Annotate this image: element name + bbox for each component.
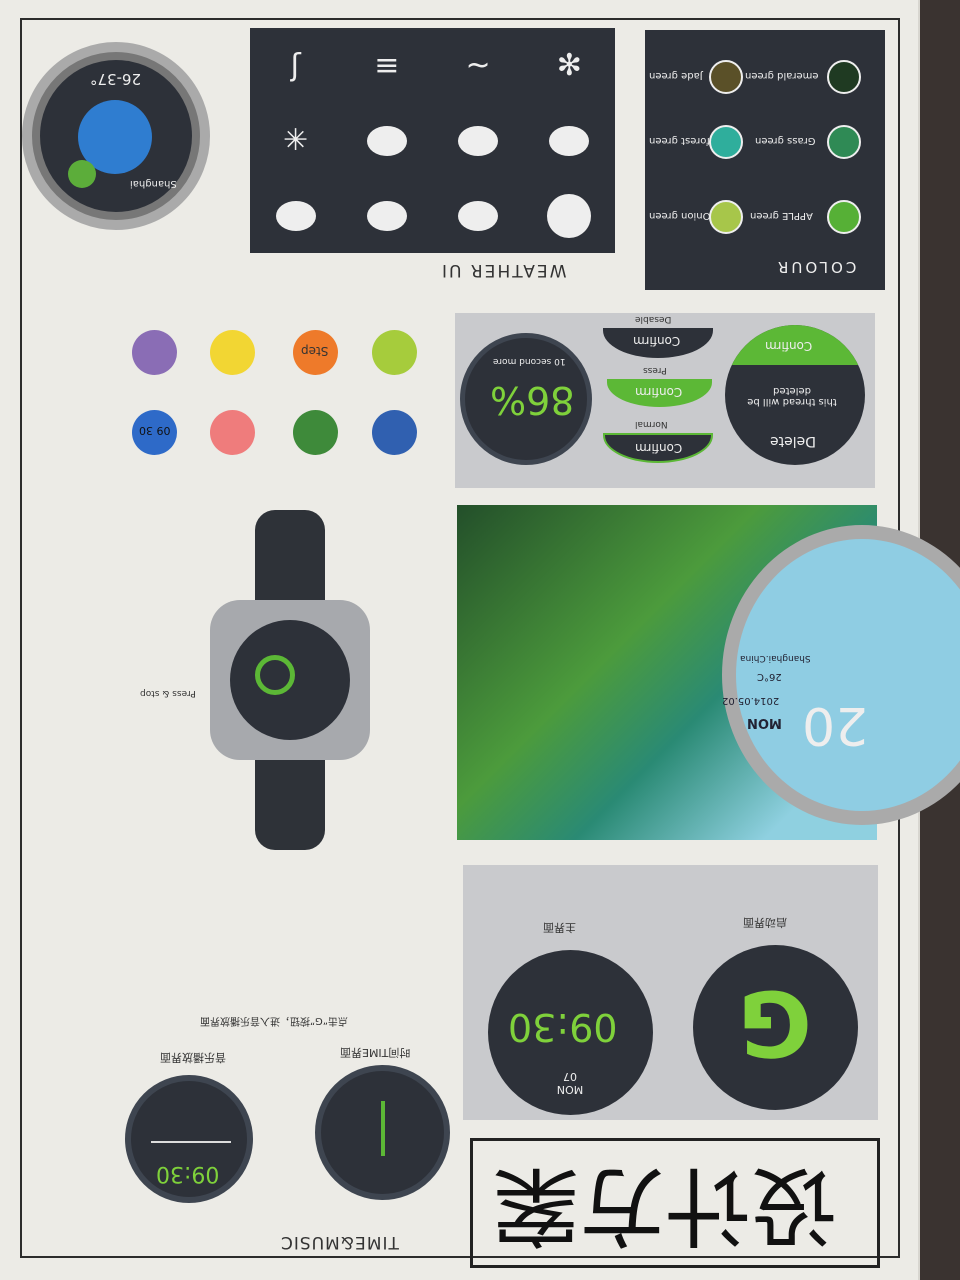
colour-swatch-emerald xyxy=(827,60,861,94)
snow-icon: ✻ xyxy=(556,48,582,83)
weather-icon xyxy=(78,100,152,174)
dialog-message: this thread will be deleted xyxy=(747,385,837,407)
cloud-snow-icon xyxy=(458,125,499,156)
delete-dialog: Confirm this thread will be deleted Dele… xyxy=(725,325,865,465)
hero-watch-illustration: 20 Shanghai.China 26°C 2014.05.02 MON xyxy=(457,505,960,840)
cloudy-icon xyxy=(366,200,407,231)
time-music-heading: TIME&MUSIC xyxy=(280,1232,399,1252)
progress-caption: 10 second more xyxy=(493,356,566,366)
boot-screen: G xyxy=(693,945,858,1110)
colour-label: Onion green xyxy=(649,210,711,221)
state-label: Press xyxy=(643,365,667,375)
fog-icon: ≡ xyxy=(374,48,400,83)
wind-icon: ~ xyxy=(465,48,491,83)
city: Shanghai.China xyxy=(740,653,811,663)
dialog-title: Delete xyxy=(770,433,816,449)
title-box: 设计方案 xyxy=(470,1138,880,1268)
dialog-panel: Confirm this thread will be deleted Dele… xyxy=(455,313,875,488)
cloud-lightning-icon xyxy=(549,125,590,156)
temperature: 26°C xyxy=(757,671,782,682)
clock-icon[interactable]: 09 30 xyxy=(132,410,177,455)
step-icon[interactable]: Step xyxy=(293,330,338,375)
colour-label: Jade green xyxy=(649,70,703,81)
timer-icon[interactable] xyxy=(210,330,255,375)
main-time: 09:30 xyxy=(508,1005,618,1049)
menu-icon[interactable] xyxy=(372,330,417,375)
settings-icon[interactable] xyxy=(132,330,177,375)
sun-icon xyxy=(547,193,592,238)
music-progress-bar[interactable] xyxy=(151,1141,231,1143)
g-app-icon[interactable] xyxy=(293,410,338,455)
date: 2014.05.02 xyxy=(722,695,780,706)
weather-heading: WEATHER UI xyxy=(440,260,567,280)
cloud-icon xyxy=(458,200,499,231)
boot-caption: 启动界面 xyxy=(743,916,787,929)
colour-label: APPLE green xyxy=(750,210,813,221)
confirm-press-button[interactable]: Confirm xyxy=(607,379,712,407)
day-number: 20 xyxy=(802,695,869,755)
time-caption: 时间TIME界面 xyxy=(340,1046,411,1059)
smile-icon xyxy=(68,160,96,188)
progress-value: 86% xyxy=(490,378,575,422)
wind-icon: ʃ xyxy=(290,48,301,83)
music-time: 09:30 xyxy=(156,1161,220,1186)
snowflake-icon: ✳ xyxy=(283,123,309,158)
colour-swatch-forest xyxy=(709,125,743,159)
g-button-annotation: 点击“G”按钮，进入音乐播放界面 xyxy=(200,1015,348,1026)
press-stop-annotation: Press & stop xyxy=(140,688,196,698)
state-label: Desable xyxy=(635,314,672,324)
confirm-button[interactable]: Confirm xyxy=(765,339,813,353)
main-screen: 09:30 MON 07 xyxy=(488,950,653,1115)
time-screen xyxy=(315,1065,450,1200)
colour-label: emerald green xyxy=(745,70,819,81)
colour-label: Grass green xyxy=(755,135,816,146)
poster-title: 设计方案 xyxy=(493,1155,837,1255)
temperature-range: 26-37° xyxy=(90,70,142,88)
watch-case xyxy=(210,600,370,760)
main-caption: 主界面 xyxy=(543,921,576,934)
cloud-sun-icon xyxy=(275,200,316,231)
cloud-rain-icon xyxy=(366,125,407,156)
colour-swatch-jade xyxy=(709,60,743,94)
confirm-normal-button[interactable]: Confirm xyxy=(603,433,713,463)
city-label: Shanghai xyxy=(130,178,177,189)
main-day: MON 07 xyxy=(556,1070,584,1096)
colour-heading: COLOUR xyxy=(775,258,857,276)
confirm-disabled-button: Confirm xyxy=(603,328,713,358)
music-caption: 音乐播放界面 xyxy=(160,1051,226,1064)
weather-watch: 26-37° Shanghai xyxy=(22,42,210,230)
music-screen: 09:30 xyxy=(125,1075,253,1203)
music-icon[interactable] xyxy=(210,410,255,455)
weather-icons-panel: ʃ ≡ ~ ✻ ✳ xyxy=(250,28,615,253)
colour-label: forest green xyxy=(649,135,710,146)
colour-panel: COLOUR emerald green Jade green Grass gr… xyxy=(645,30,885,290)
screens-panel: G 启动界面 09:30 MON 07 主界面 xyxy=(463,865,878,1120)
weather-app-icon[interactable] xyxy=(372,410,417,455)
colour-swatch-apple xyxy=(827,200,861,234)
weekday: MON xyxy=(747,715,782,730)
colour-swatch-grass xyxy=(827,125,861,159)
progress-watch: 10 second more 86% xyxy=(460,333,592,465)
colour-swatch-onion xyxy=(709,200,743,234)
state-label: Normal xyxy=(635,419,668,429)
